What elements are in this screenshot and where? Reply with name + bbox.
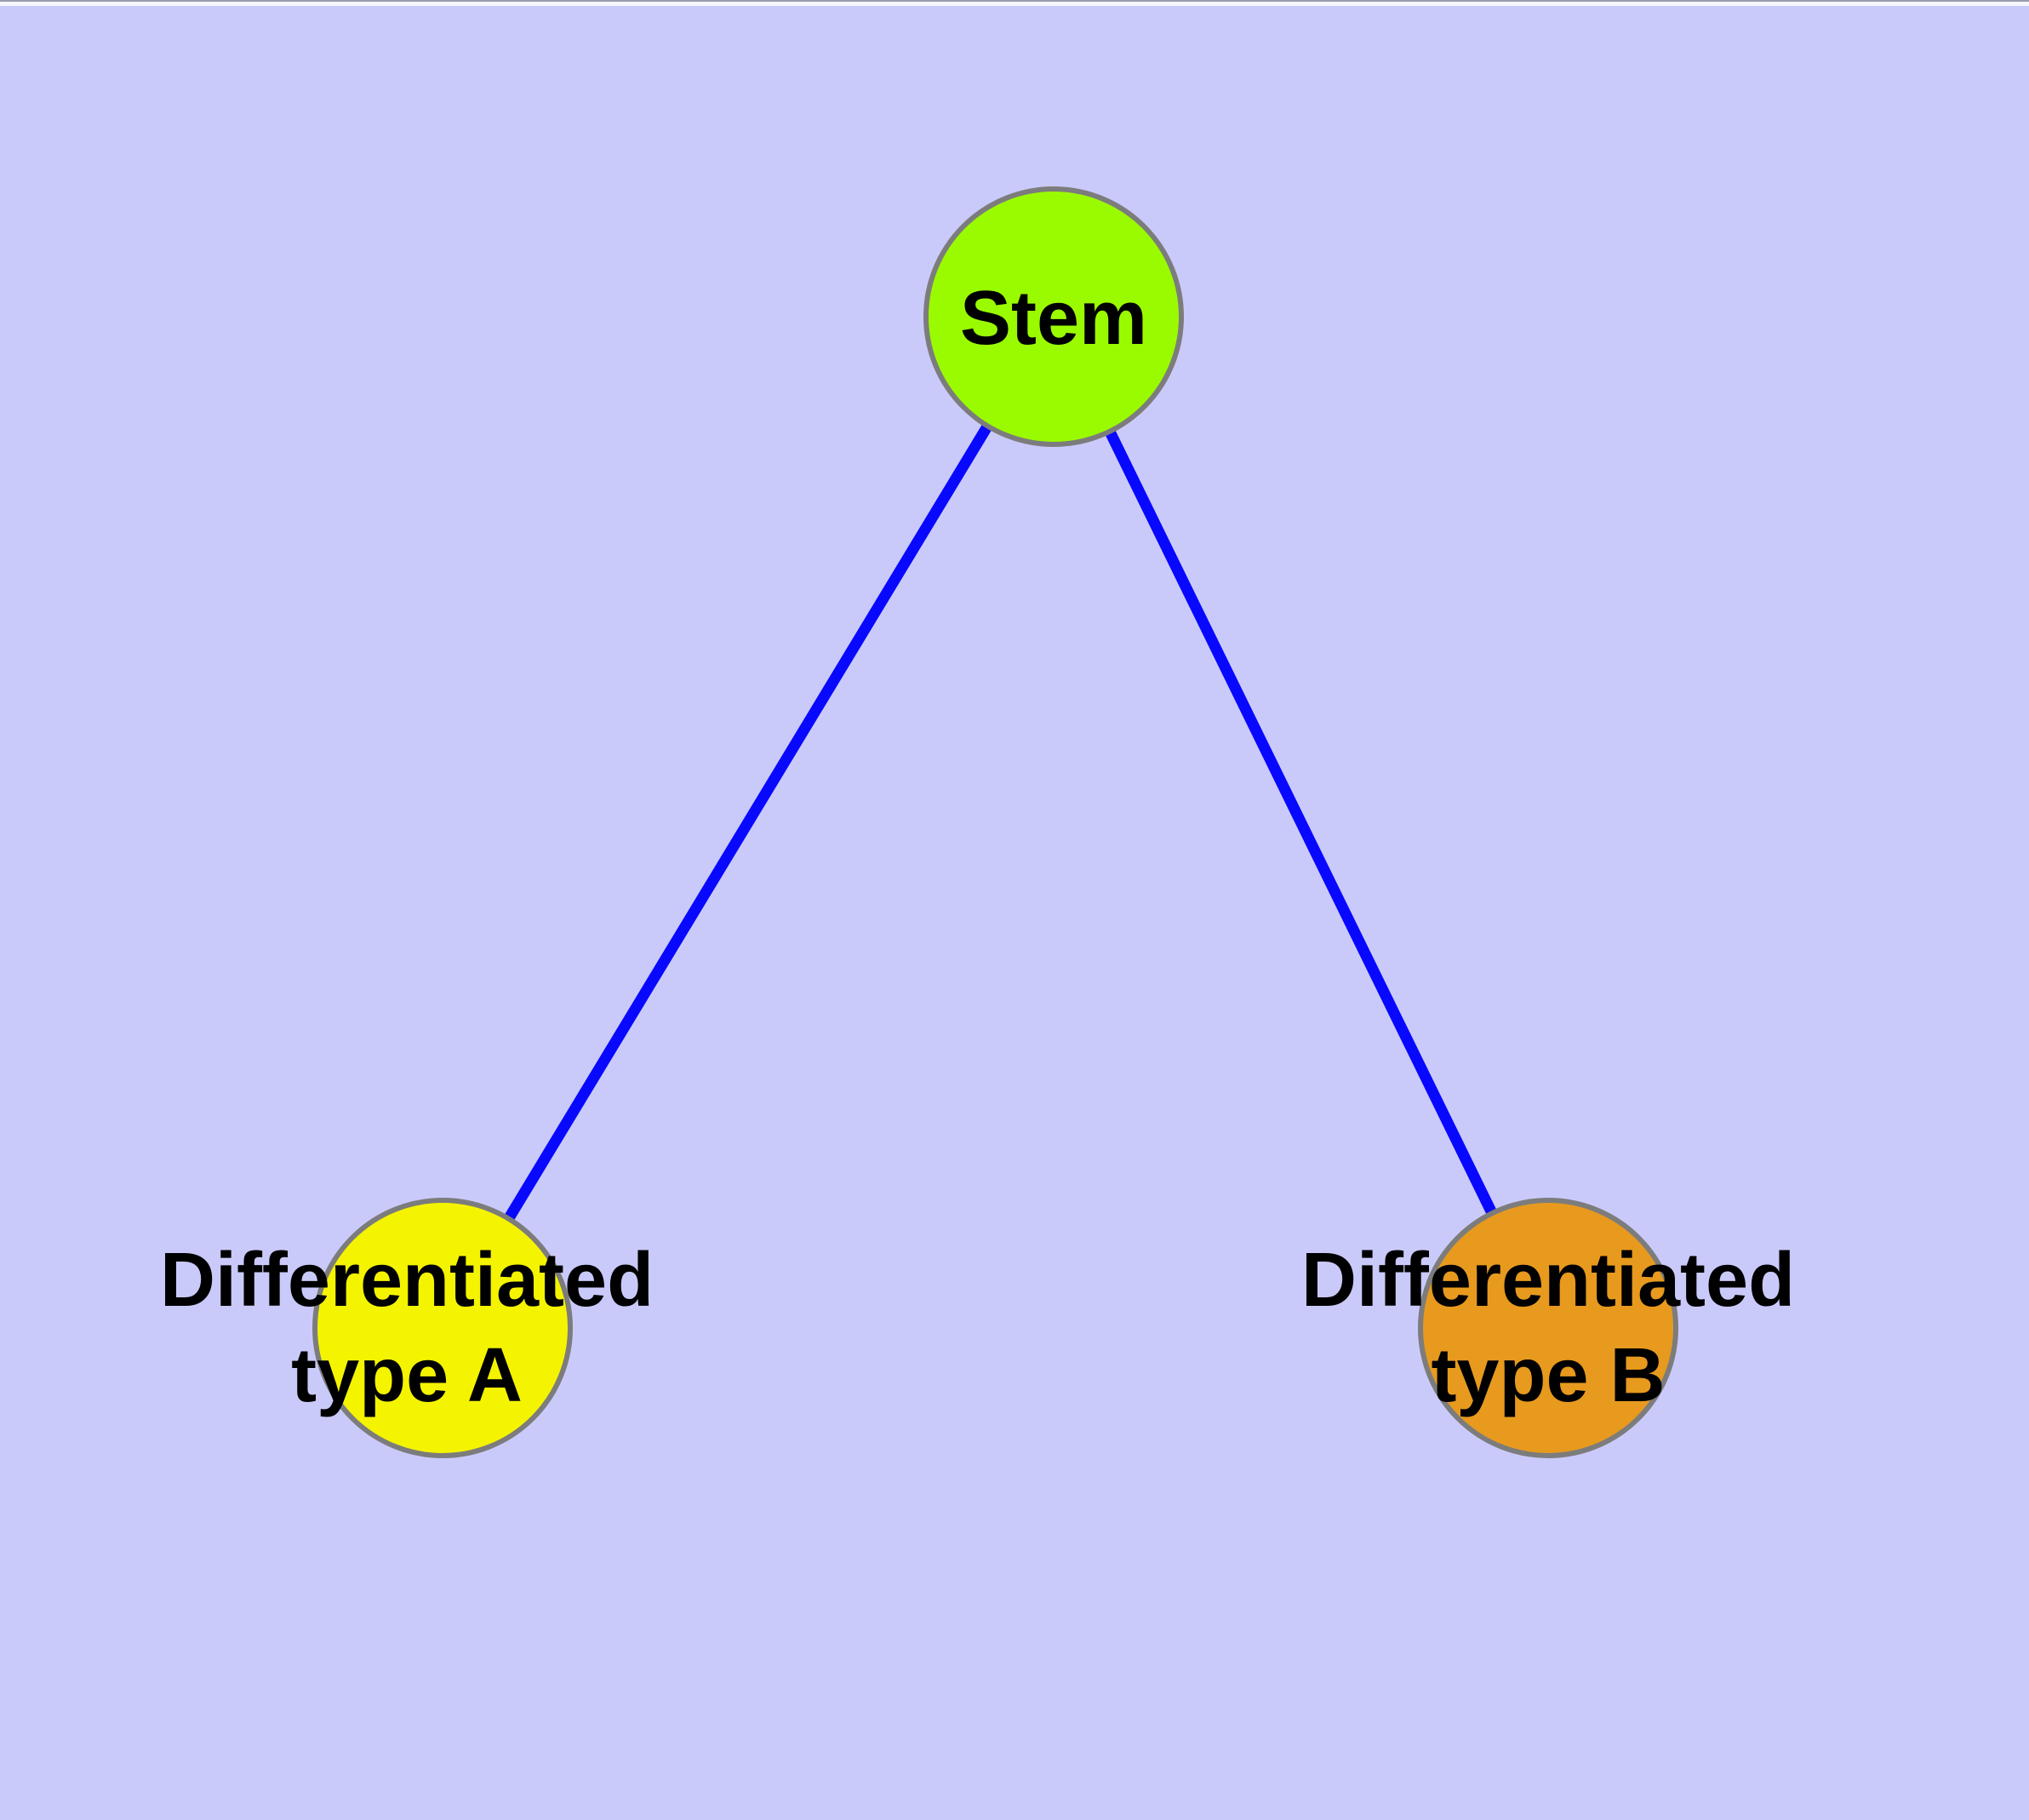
node-label-type-a-line1: Differentiated xyxy=(159,1238,654,1323)
node-label-type-b-line2: type B xyxy=(1431,1333,1666,1418)
node-label-type-a-line2: type A xyxy=(291,1333,523,1418)
node-label-stem: Stem xyxy=(960,271,1147,366)
node-stem[interactable] xyxy=(923,186,1184,447)
window-top-edge-line xyxy=(0,0,2029,2)
node-label-type-b-line1: Differentiated xyxy=(1300,1238,1796,1323)
node-label-differentiated-type-a: Differentiated type A xyxy=(160,1233,654,1423)
node-label-differentiated-type-b: Differentiated type B xyxy=(1301,1233,1795,1423)
window-top-edge-highlight xyxy=(0,2,2029,6)
node-label-stem-text: Stem xyxy=(959,276,1148,361)
edge-stem-to-type-a xyxy=(437,313,1059,1331)
node-differentiated-type-a[interactable] xyxy=(312,1198,573,1458)
edge-stem-to-type-b xyxy=(1049,314,1553,1331)
node-differentiated-type-b[interactable] xyxy=(1418,1198,1678,1458)
